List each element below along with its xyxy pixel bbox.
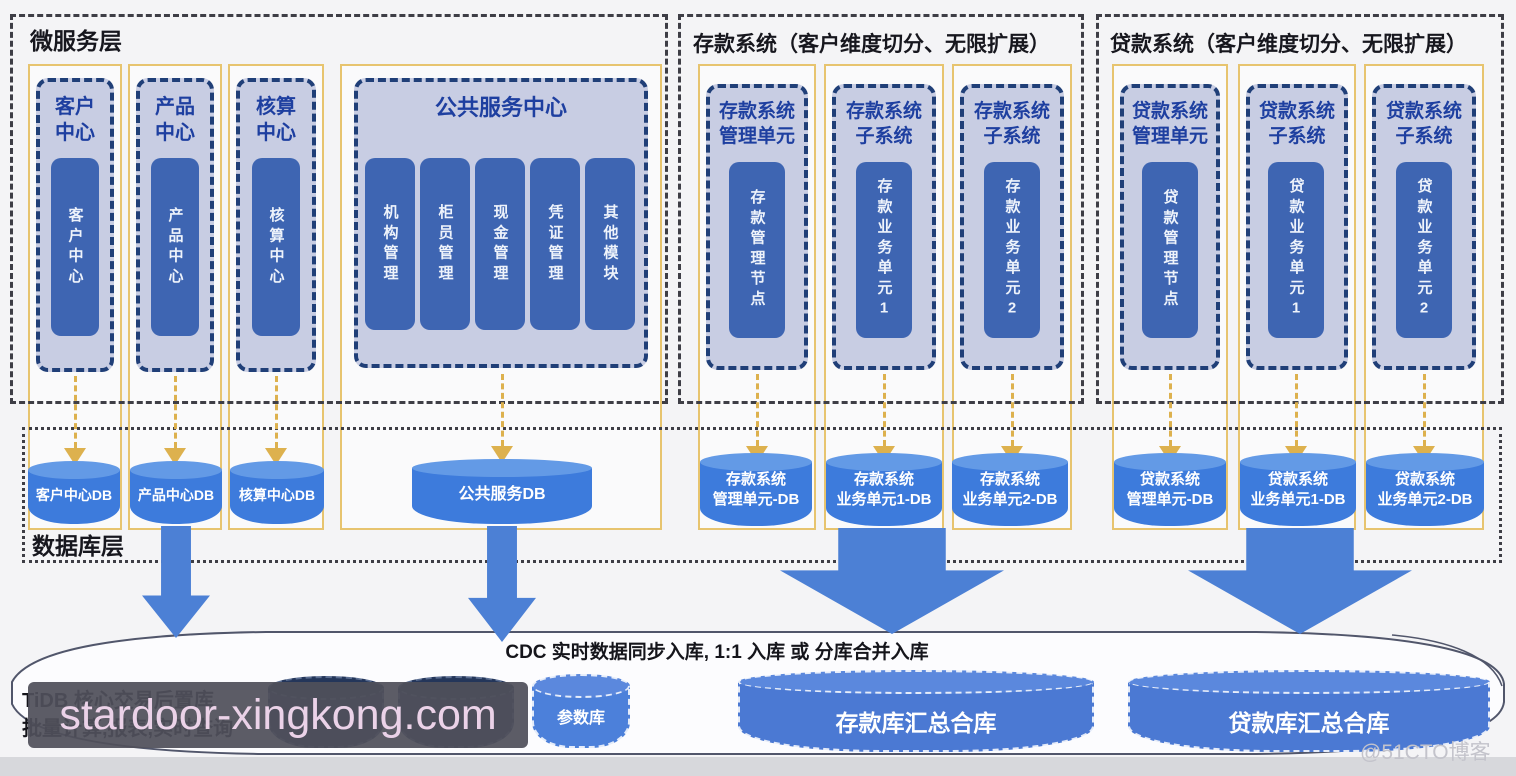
loan-mgmt-node-pill: 贷款管理节点 <box>1142 162 1198 338</box>
loan-biz-1-db-cylinder: 贷款系统 业务单元1-DB <box>1240 453 1356 526</box>
blog-watermark: @51CTO博客 <box>1360 741 1491 764</box>
down-arrow <box>1283 374 1309 463</box>
deposit-biz-2-db-cylinder: 存款系统 业务单元2-DB <box>952 453 1068 526</box>
loan-biz-2-db-cylinder: 贷款系统 业务单元2-DB <box>1366 453 1484 526</box>
public-service-center-title: 公共服务中心 <box>434 95 567 120</box>
deposit-mgmt-db-cylinder: 存款系统 管理单元-DB <box>700 453 812 526</box>
deposit-system-box <box>678 14 1084 404</box>
customer-center-db-cylinder: 客户中心DB <box>28 461 120 524</box>
microservices-layer-box <box>10 14 668 404</box>
down-arrow <box>871 374 897 463</box>
accounting-center-title: 核算 中心 <box>256 96 296 144</box>
param-db-cylinder: 参数库 <box>532 674 630 748</box>
down-arrow <box>1157 374 1183 463</box>
database-layer-box <box>22 427 1502 563</box>
loan-mgmt-db-cylinder: 贷款系统 管理单元-DB <box>1114 453 1226 526</box>
deposit-summary-db-cylinder: 存款库汇总合库 <box>738 670 1094 752</box>
down-arrow <box>744 374 770 463</box>
loan-biz-unit-2-pill: 贷款业务单元2 <box>1396 162 1452 338</box>
module-cash-mgmt-pill: 现金管理 <box>475 158 525 330</box>
module-voucher-mgmt-pill: 凭证管理 <box>530 158 580 330</box>
site-watermark: stardoor-xingkong.com <box>28 682 528 748</box>
product-center-db-cylinder: 产品中心DB <box>130 461 222 524</box>
deposit-system-title: 存款系统（客户维度切分、无限扩展） <box>693 33 1050 56</box>
down-arrow <box>263 376 289 465</box>
down-arrow <box>62 376 88 465</box>
down-arrow <box>1411 374 1437 463</box>
database-layer-label: 数据库层 <box>32 533 124 559</box>
cdc-sync-label: CDC 实时数据同步入库, 1:1 入库 或 分库合并入库 <box>505 642 929 663</box>
down-arrow <box>162 376 188 465</box>
product-center-pill: 产品中心 <box>151 158 199 336</box>
down-arrow <box>489 374 515 463</box>
public-service-db-cylinder: 公共服务DB <box>412 459 592 524</box>
module-org-mgmt-pill: 机构管理 <box>365 158 415 330</box>
deposit-mgmt-node-pill: 存款管理节点 <box>729 162 785 338</box>
accounting-center-db-cylinder: 核算中心DB <box>230 461 324 524</box>
deposit-biz-unit-2-pill: 存款业务单元2 <box>984 162 1040 338</box>
bottom-strip <box>0 757 1516 776</box>
product-center-title: 产品 中心 <box>155 96 195 144</box>
microservices-layer-title: 微服务层 <box>30 28 122 54</box>
customer-center-pill: 客户中心 <box>51 158 99 336</box>
module-teller-mgmt-pill: 柜员管理 <box>420 158 470 330</box>
loan-system-title: 贷款系统（客户维度切分、无限扩展） <box>1110 33 1467 56</box>
accounting-center-pill: 核算中心 <box>252 158 300 336</box>
loan-summary-db-cylinder: 贷款库汇总合库 <box>1128 670 1490 752</box>
customer-center-title: 客户 中心 <box>55 96 95 144</box>
deposit-biz-unit-1-pill: 存款业务单元1 <box>856 162 912 338</box>
down-arrow <box>999 374 1025 463</box>
loan-system-box <box>1096 14 1504 404</box>
module-other-pill: 其他模块 <box>585 158 635 330</box>
deposit-biz-1-db-cylinder: 存款系统 业务单元1-DB <box>826 453 942 526</box>
loan-biz-unit-1-pill: 贷款业务单元1 <box>1268 162 1324 338</box>
